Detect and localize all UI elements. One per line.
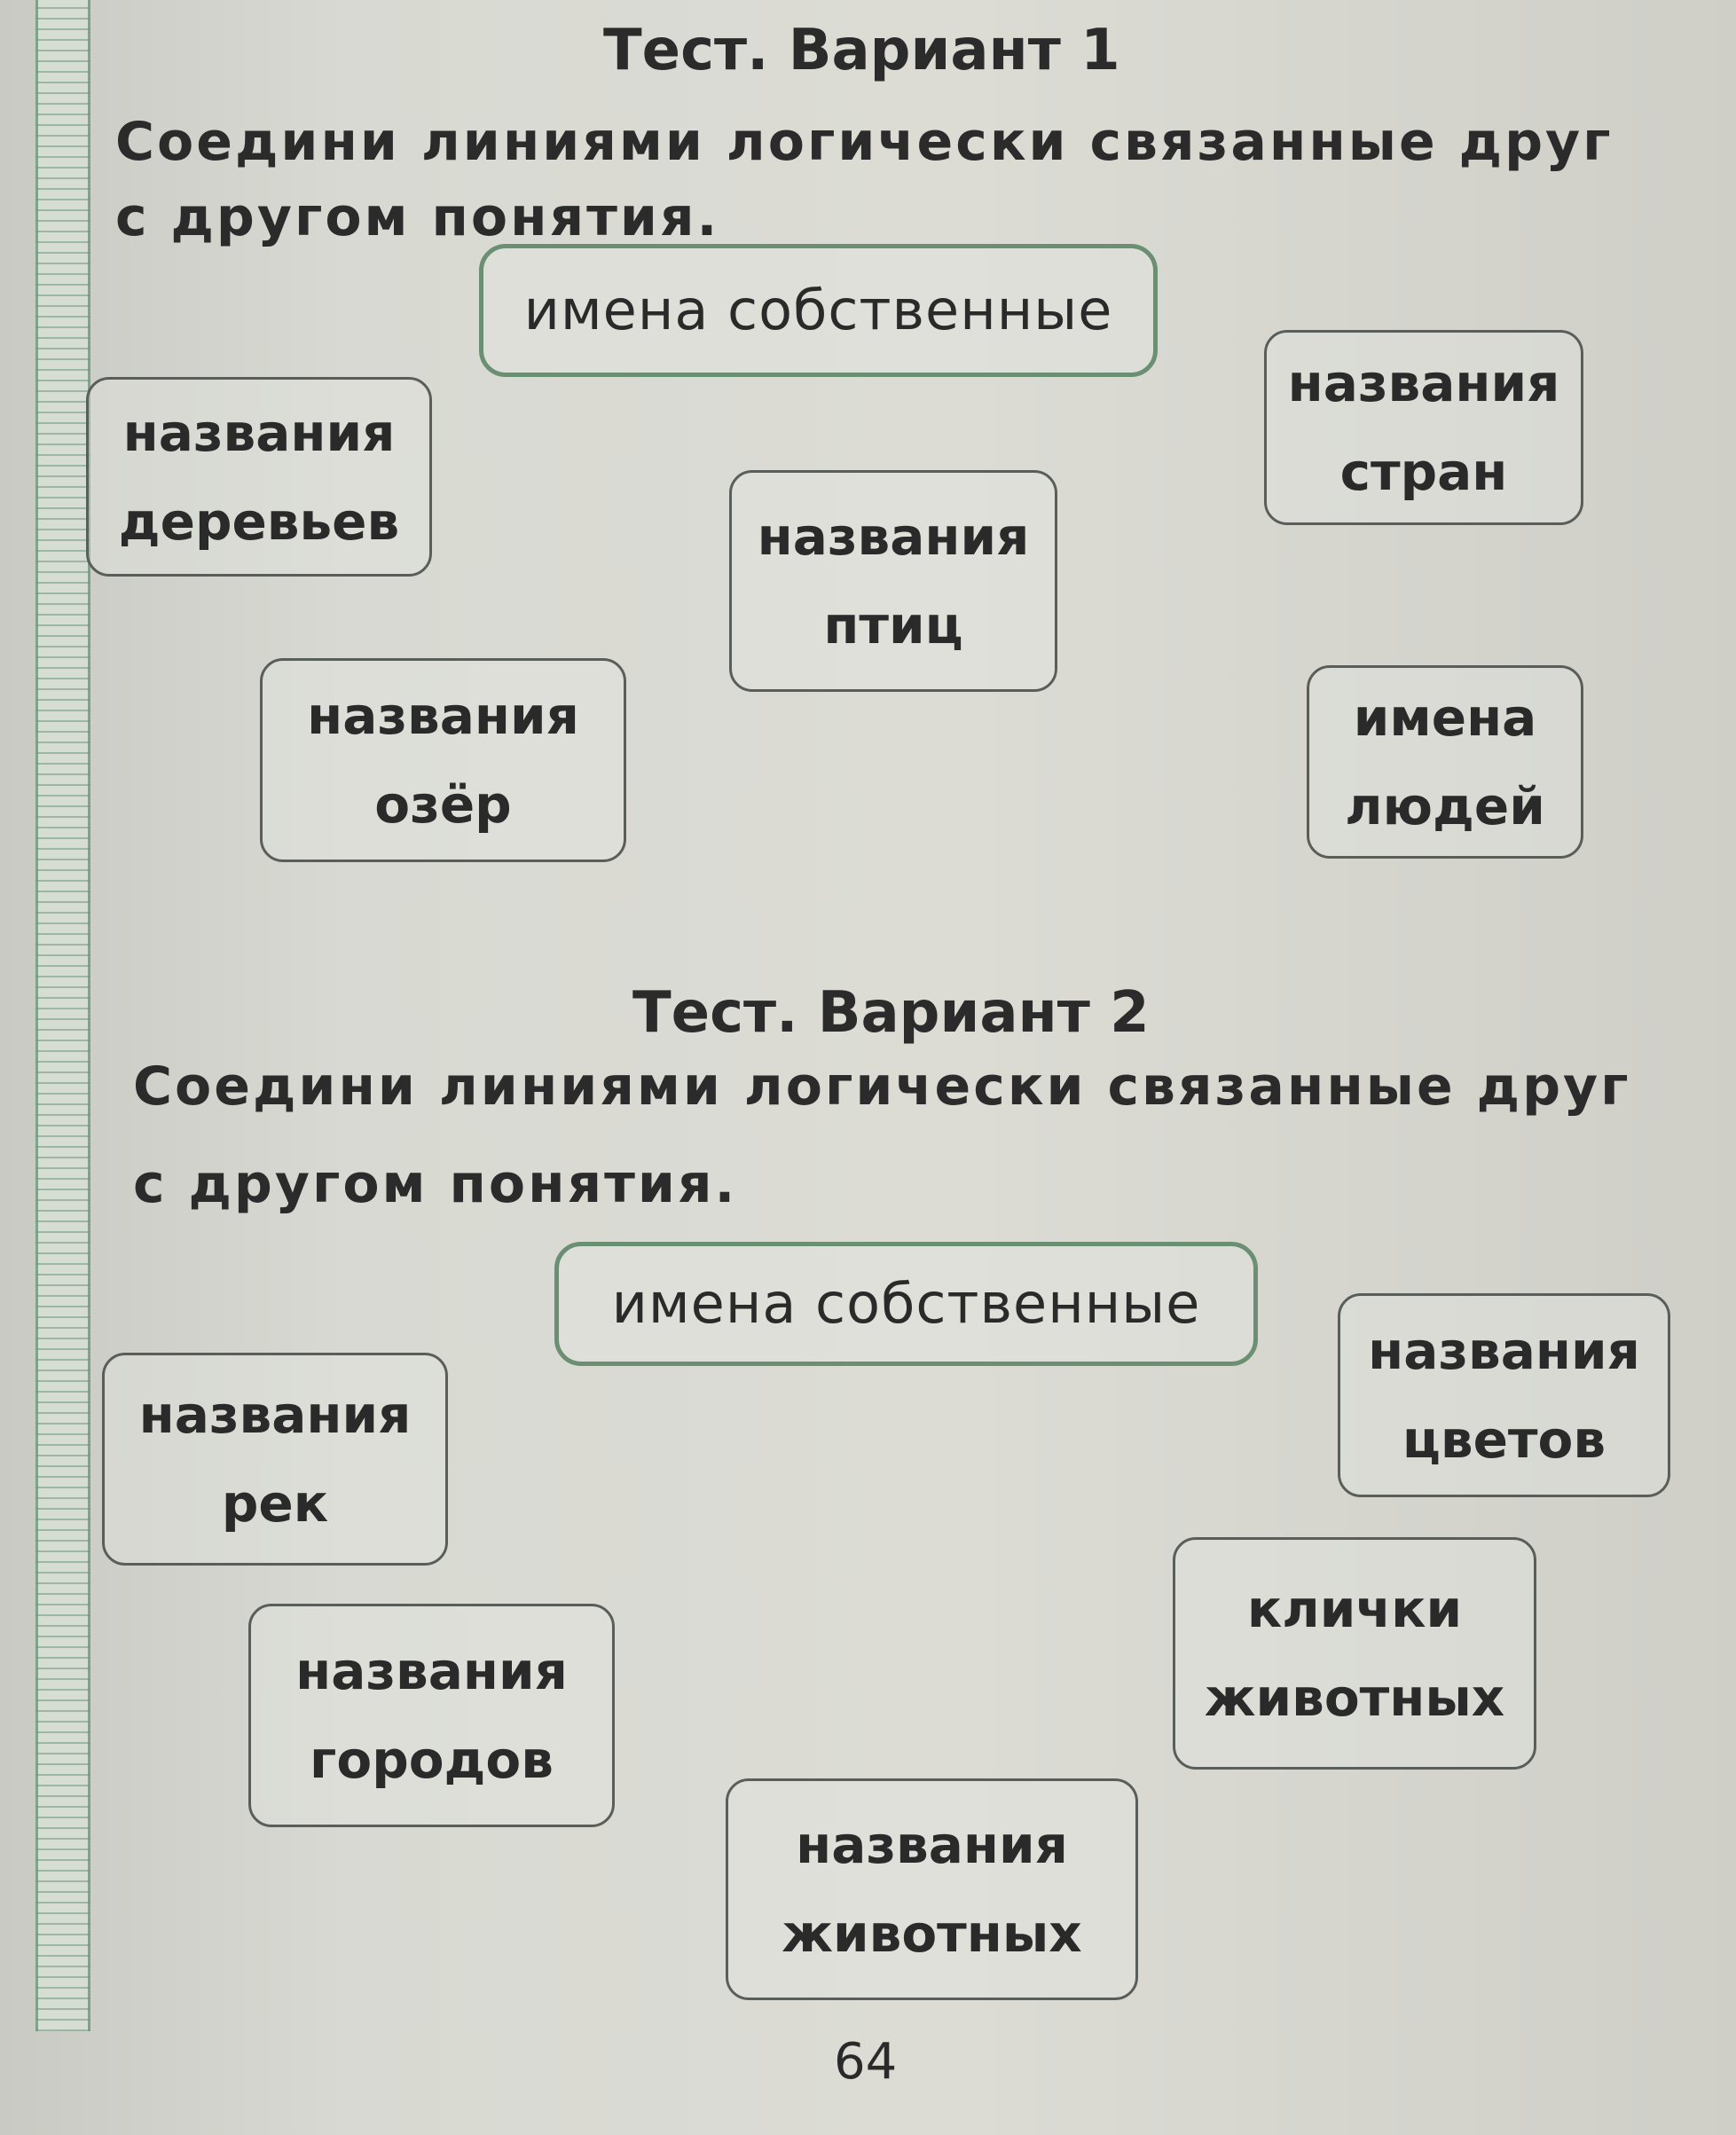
variant1-instruction-line2: с другом понятия. bbox=[115, 186, 720, 248]
page-number: 64 bbox=[834, 2033, 898, 2091]
variant1-birds-box[interactable]: названия птиц bbox=[729, 470, 1057, 692]
variant2-flowers-box[interactable]: названия цветов bbox=[1338, 1293, 1670, 1497]
variant1-title: Тест. Вариант 1 bbox=[603, 18, 1120, 83]
box-line2: озёр bbox=[374, 774, 512, 835]
variant2-proper-names-box[interactable]: имена собственные bbox=[554, 1242, 1258, 1366]
box-line1: клички bbox=[1246, 1579, 1463, 1639]
box-line2: деревьев bbox=[118, 491, 400, 552]
variant1-proper-names-box[interactable]: имена собственные bbox=[479, 244, 1158, 377]
variant2-instruction-line2: с другом понятия. bbox=[133, 1153, 738, 1215]
box-line2: людей bbox=[1345, 776, 1545, 836]
variant1-people-box[interactable]: имена людей bbox=[1307, 665, 1583, 859]
variant2-proper-names-label: имена собственные bbox=[611, 1271, 1201, 1336]
box-line2: цветов bbox=[1402, 1409, 1606, 1470]
variant2-cities-box[interactable]: названия городов bbox=[248, 1604, 615, 1827]
box-line2: стран bbox=[1339, 442, 1508, 502]
variant1-proper-names-label: имена собственные bbox=[523, 278, 1113, 342]
box-line1: названия bbox=[295, 1641, 568, 1701]
variant2-pet-names-box[interactable]: клички животных bbox=[1173, 1537, 1536, 1770]
box-line1: названия bbox=[1287, 353, 1560, 413]
variant1-instruction-line1: Соедини линиями логически связанные друг bbox=[115, 111, 1614, 173]
box-line2: птиц bbox=[823, 595, 963, 655]
variant2-animals-box[interactable]: названия животных bbox=[726, 1778, 1138, 2000]
box-line2: городов bbox=[310, 1730, 554, 1790]
variant2-title: Тест. Вариант 2 bbox=[632, 980, 1150, 1046]
box-line1: названия bbox=[1368, 1321, 1640, 1381]
variant1-trees-box[interactable]: названия деревьев bbox=[86, 377, 432, 577]
notebook-margin-strip bbox=[35, 0, 90, 2031]
box-line1: названия bbox=[757, 506, 1030, 567]
box-line1: названия bbox=[796, 1815, 1068, 1875]
variant2-rivers-box[interactable]: названия рек bbox=[102, 1353, 448, 1566]
box-line1: названия bbox=[307, 686, 579, 746]
variant1-countries-box[interactable]: названия стран bbox=[1264, 330, 1583, 525]
variant1-lakes-box[interactable]: названия озёр bbox=[260, 658, 626, 862]
box-line1: названия bbox=[138, 1385, 412, 1445]
box-line1: названия bbox=[122, 402, 396, 463]
box-line1: имена bbox=[1353, 687, 1537, 748]
variant2-instruction-line1: Соедини линиями логически связанные друг bbox=[133, 1056, 1631, 1118]
box-line2: животных bbox=[1204, 1668, 1505, 1728]
box-line2: животных bbox=[782, 1903, 1082, 1964]
box-line2: рек bbox=[221, 1473, 329, 1534]
